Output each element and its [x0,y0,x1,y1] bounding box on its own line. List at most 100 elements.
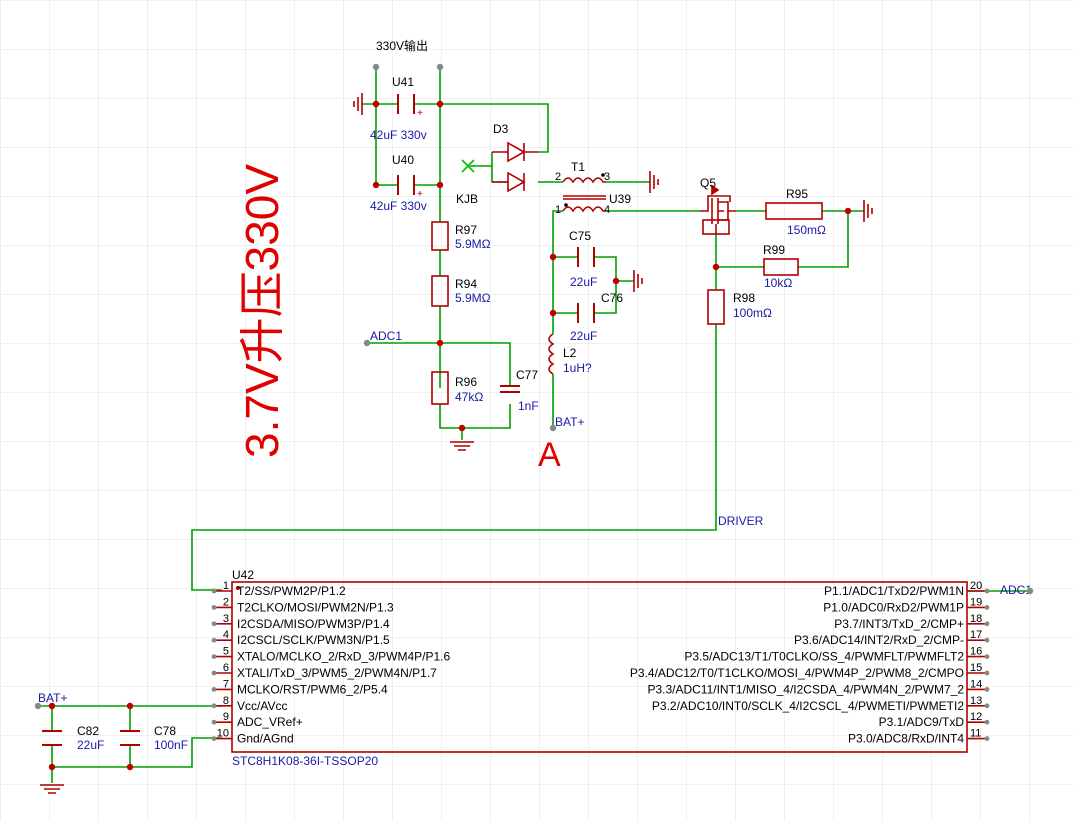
mcu-pin-12[interactable]: 12 P3.1/ADC9/TxD [879,711,990,729]
mcu-pin-number: 1 [223,580,229,592]
mcu-pin-name: P3.4/ADC12/T0/T1CLKO/MOSI_4/PWM4P_2/PWM8… [630,666,964,680]
net-label-driver[interactable]: DRIVER [718,514,764,528]
r99-ref: R99 [763,243,785,257]
ground-icon [40,784,64,794]
r95-resistor[interactable]: R95 150mΩ [765,187,826,237]
junction-dot [48,763,56,771]
mcu-pin-name: P3.5/ADC13/T1/T0CLKO/SS_4/PWMFLT/PWMFLT2 [684,650,964,664]
junction-dot [126,763,134,771]
mcu-pin-number: 9 [223,711,229,723]
mcu-pin-number: 12 [970,711,982,723]
q5-mosfet[interactable]: Q5 [700,176,736,235]
net-label-bat-plus-boost[interactable]: BAT+ [555,415,584,429]
net-label-bat-plus-mcu[interactable]: BAT+ [38,691,67,705]
u39-pin4: 4 [604,204,610,216]
r98-ref: R98 [733,291,755,305]
r95-value: 150mΩ [787,223,826,237]
net-label-adc1-divider[interactable]: ADC1 [370,329,402,343]
mcu-pin-number: 16 [970,646,982,658]
c75-ref: C75 [569,229,591,243]
terminal-dot [363,339,371,347]
mcu-pin-1[interactable]: 1 T2/SS/PWM2P/P1.2 [211,580,346,598]
kjb-label: KJB [456,192,478,206]
mcu-pin-16[interactable]: 16 P3.5/ADC13/T1/T0CLKO/SS_4/PWMFLT/PWMFL… [684,646,990,664]
c82-capacitor[interactable]: C82 22uF [42,724,104,752]
t1-pin2: 2 [555,171,561,183]
l2-inductor[interactable]: L2 1uH? [548,333,592,375]
t1-transformer[interactable]: T1 2 3 U39 1 4 [555,160,631,216]
c76-capacitor[interactable]: C76 22uF [570,291,623,343]
wires [38,68,1030,783]
c78-capacitor[interactable]: C78 100nF [120,724,188,752]
mcu-pin-15[interactable]: 15 P3.4/ADC12/T0/T1CLKO/MOSI_4/PWM4P_2/PW… [630,662,990,680]
d3-diode[interactable]: D3 [492,122,538,193]
d3-ref: D3 [493,122,509,136]
r96-resistor[interactable]: R96 47kΩ [431,371,483,405]
mcu-pin-name: P1.0/ADC0/RxD2/PWM1P [823,600,964,614]
mcu-pin-number: 3 [223,613,229,625]
r99-resistor[interactable]: R99 10kΩ [763,243,799,290]
svg-text:+: + [417,189,423,200]
terminal-dot [372,63,380,71]
mcu-pin-number: 10 [217,728,229,740]
nc-cross-icon [461,159,475,173]
mcu-pin-13[interactable]: 13P3.2/ADC10/INT0/SCLK_4/I2CSCL_4/PWMETI… [652,695,990,713]
r96-ref: R96 [455,375,477,389]
mcu-pin-14[interactable]: 14P3.3/ADC11/INT1/MISO_4/I2CSDA_4/PWM4N_… [647,678,990,696]
r95-ref: R95 [786,187,808,201]
u41-value: 42uF 330v [370,128,427,142]
c77-ref: C77 [516,368,538,382]
r97-resistor[interactable]: R97 5.9MΩ [431,221,491,251]
junction-dot [844,207,852,215]
mcu-pin-number: 15 [970,662,982,674]
mcu-pin-name: I2CSDA/MISO/PWM3P/P1.4 [237,617,390,631]
mcu-pin-number: 13 [970,695,982,707]
junction-dot [549,309,557,317]
r97-value: 5.9MΩ [455,237,491,251]
u41-capacitor[interactable]: + U41 42uF 330v [370,75,427,142]
mcu-pin-3[interactable]: 3 I2CSDA/MISO/PWM3P/P1.4 [211,613,390,631]
u40-capacitor[interactable]: + U40 42uF 330v [370,153,427,213]
mcu-pin-name: XTALO/MCLKO_2/RxD_3/PWM4P/P1.6 [237,650,451,664]
net-label-adc1-mcu[interactable]: ADC1 [1000,583,1032,597]
c77-capacitor[interactable]: C77 1nF [500,368,539,413]
ground-icon [863,200,873,222]
title-vertical: 3.7V升压330V [236,164,288,458]
r98-resistor[interactable]: R98 100mΩ [707,289,772,325]
mcu-pin-name: Vcc/AVcc [237,699,287,713]
mcu-pin-name: T2CLKO/MOSI/PWM2N/P1.3 [237,600,394,614]
mcu-pin-number: 18 [970,613,982,625]
r94-resistor[interactable]: R94 5.9MΩ [431,275,491,307]
wire-divider [439,250,511,429]
symbols-layer [34,63,1034,794]
mcu-pin-name: XTALI/TxD_3/PWM5_2/PWM4N/P1.7 [237,666,437,680]
svg-text:+: + [417,108,423,119]
junction-dot [712,263,720,271]
l2-ref: L2 [563,346,577,360]
wire-mcu-gnd [52,737,222,768]
mcu-pin-name: T2/SS/PWM2P/P1.2 [237,584,346,598]
junction-dot [372,100,380,108]
wire-d3-top [440,103,549,153]
c82-ref: C82 [77,724,99,738]
mcu-pin-name: P3.1/ADC9/TxD [879,715,965,729]
c75-capacitor[interactable]: C75 22uF [569,229,597,289]
c76-value: 22uF [570,329,597,343]
